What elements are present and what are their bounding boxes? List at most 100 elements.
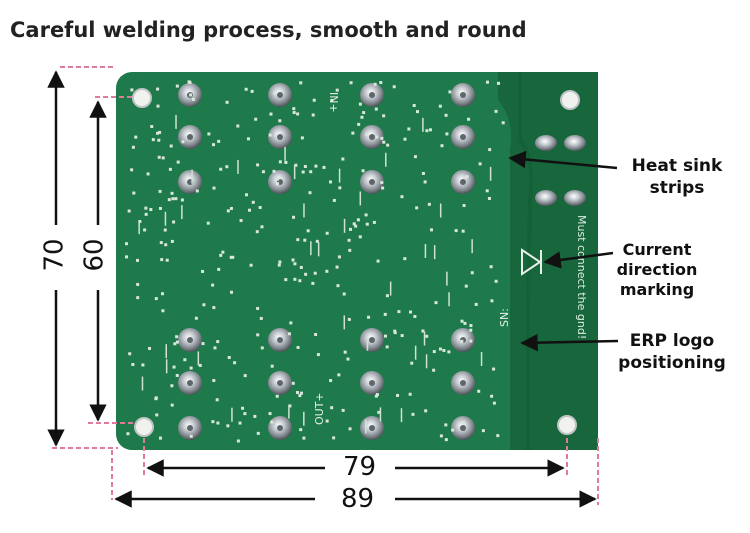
via xyxy=(189,366,193,370)
via xyxy=(342,292,346,296)
via xyxy=(284,160,288,164)
via xyxy=(385,294,389,298)
via xyxy=(296,112,300,116)
via xyxy=(413,155,417,159)
via xyxy=(292,215,296,219)
via xyxy=(165,258,169,262)
via xyxy=(127,209,131,213)
via xyxy=(260,225,264,229)
via xyxy=(198,363,202,367)
via xyxy=(315,239,319,243)
via xyxy=(365,222,369,226)
via xyxy=(207,132,211,136)
via xyxy=(354,224,358,228)
via xyxy=(465,175,469,179)
via xyxy=(304,272,308,276)
via xyxy=(303,238,307,242)
via xyxy=(292,111,296,115)
via xyxy=(298,394,302,398)
via xyxy=(348,427,352,431)
via xyxy=(377,410,381,414)
via xyxy=(278,260,282,264)
via xyxy=(410,361,414,365)
via xyxy=(189,434,193,438)
via xyxy=(212,306,216,310)
via xyxy=(358,235,362,239)
via xyxy=(361,169,365,173)
via xyxy=(497,81,501,85)
via xyxy=(469,324,473,328)
via xyxy=(341,408,345,412)
via xyxy=(219,253,223,257)
via xyxy=(189,93,193,97)
via xyxy=(275,394,279,398)
via xyxy=(217,139,221,143)
via xyxy=(273,91,277,95)
via xyxy=(156,87,160,91)
via xyxy=(169,144,173,148)
via xyxy=(300,136,304,140)
heat-sink-pads xyxy=(535,135,586,206)
via xyxy=(236,439,240,443)
via xyxy=(303,164,307,168)
via xyxy=(314,164,318,168)
via xyxy=(358,102,362,106)
via xyxy=(180,198,184,202)
via xyxy=(400,334,404,338)
via xyxy=(130,88,134,92)
via xyxy=(231,255,235,259)
callout-current-line1: Current xyxy=(622,240,692,259)
via xyxy=(254,117,258,121)
via xyxy=(328,180,332,184)
via xyxy=(427,202,431,206)
via xyxy=(348,248,352,252)
via xyxy=(356,218,360,222)
page-title: Careful welding process, smooth and roun… xyxy=(10,18,527,42)
via xyxy=(206,221,210,225)
via xyxy=(301,170,305,174)
via xyxy=(335,265,339,269)
via xyxy=(229,255,233,259)
via xyxy=(397,310,401,314)
via xyxy=(144,212,148,216)
via xyxy=(161,156,165,160)
callout-erp-line1: ERP logo xyxy=(629,331,715,351)
via xyxy=(348,227,352,231)
via xyxy=(375,393,379,397)
via xyxy=(156,131,160,135)
via xyxy=(438,347,442,351)
via xyxy=(381,186,385,190)
via xyxy=(393,331,397,335)
via xyxy=(230,290,234,294)
via xyxy=(125,242,129,246)
via xyxy=(338,186,342,190)
via xyxy=(141,363,145,367)
via xyxy=(481,429,485,433)
via xyxy=(154,397,158,401)
via xyxy=(292,107,296,111)
via xyxy=(158,436,162,440)
via xyxy=(276,177,280,181)
via xyxy=(251,200,255,204)
via xyxy=(408,392,412,396)
via xyxy=(246,137,250,141)
via xyxy=(217,267,221,271)
via xyxy=(201,342,205,346)
via xyxy=(167,198,171,202)
via xyxy=(375,135,379,139)
via xyxy=(188,81,192,85)
via xyxy=(227,355,231,359)
callout-current-line3: marking xyxy=(619,280,695,299)
via xyxy=(451,428,455,432)
via xyxy=(463,321,467,325)
via xyxy=(132,191,136,195)
via xyxy=(287,332,291,336)
via xyxy=(365,132,369,136)
via xyxy=(241,406,245,410)
via xyxy=(306,229,310,233)
via xyxy=(181,140,185,144)
via xyxy=(256,306,260,310)
via xyxy=(293,277,297,281)
via xyxy=(225,100,229,104)
via xyxy=(270,364,274,368)
